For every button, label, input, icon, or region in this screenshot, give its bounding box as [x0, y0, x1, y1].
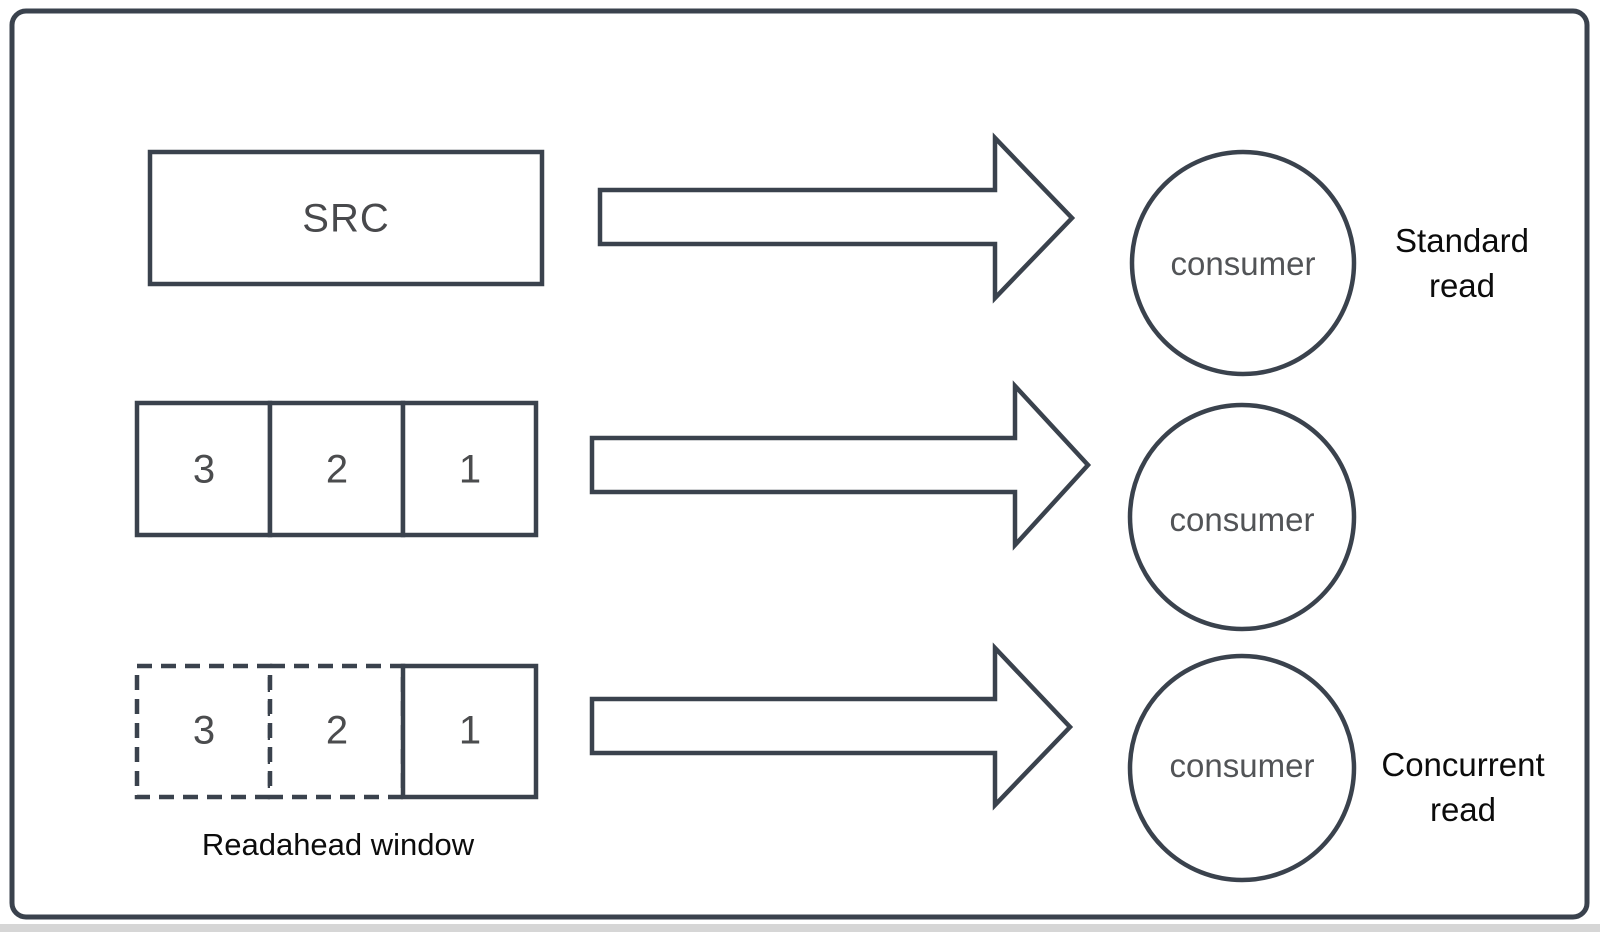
src-box [147, 149, 545, 287]
row2-block-1-label: 1 [458, 447, 482, 492]
arrow-standard-read [597, 132, 1076, 304]
arrow-concurrent-read [589, 642, 1074, 811]
bottom-edge-strip [0, 924, 1600, 932]
row2-block-2 [267, 400, 406, 538]
concurrent-read-label: Concurrent read [1381, 742, 1544, 832]
concurrent-read-label-line2: read [1429, 791, 1497, 828]
row2-block-3-label: 3 [192, 447, 216, 492]
row2-block-1 [400, 400, 539, 538]
consumer-circle-middle [1127, 402, 1357, 632]
consumer-circle-concurrent [1127, 653, 1357, 883]
row3-block-1 [400, 663, 539, 800]
standard-read-label: Standard read [1395, 218, 1529, 308]
row3-block-1-label: 1 [458, 708, 482, 753]
standard-read-label-line1: Standard [1395, 222, 1529, 259]
row2-block-3 [134, 400, 273, 538]
arrow-middle [589, 380, 1092, 551]
src-box-label: SRC [302, 196, 390, 241]
row2-block-2-label: 2 [325, 447, 349, 492]
readahead-window-caption: Readahead window [201, 827, 475, 862]
readahead-block-2-label: 2 [325, 708, 349, 753]
concurrent-read-label-line1: Concurrent [1381, 746, 1545, 783]
consumer-label-concurrent: consumer [1169, 747, 1315, 784]
standard-read-label-line2: read [1428, 267, 1496, 304]
readahead-block-3-label: 3 [192, 708, 216, 753]
consumer-label-standard: consumer [1170, 245, 1316, 282]
consumer-circle-standard [1129, 149, 1357, 377]
consumer-label-middle: consumer [1169, 501, 1315, 538]
